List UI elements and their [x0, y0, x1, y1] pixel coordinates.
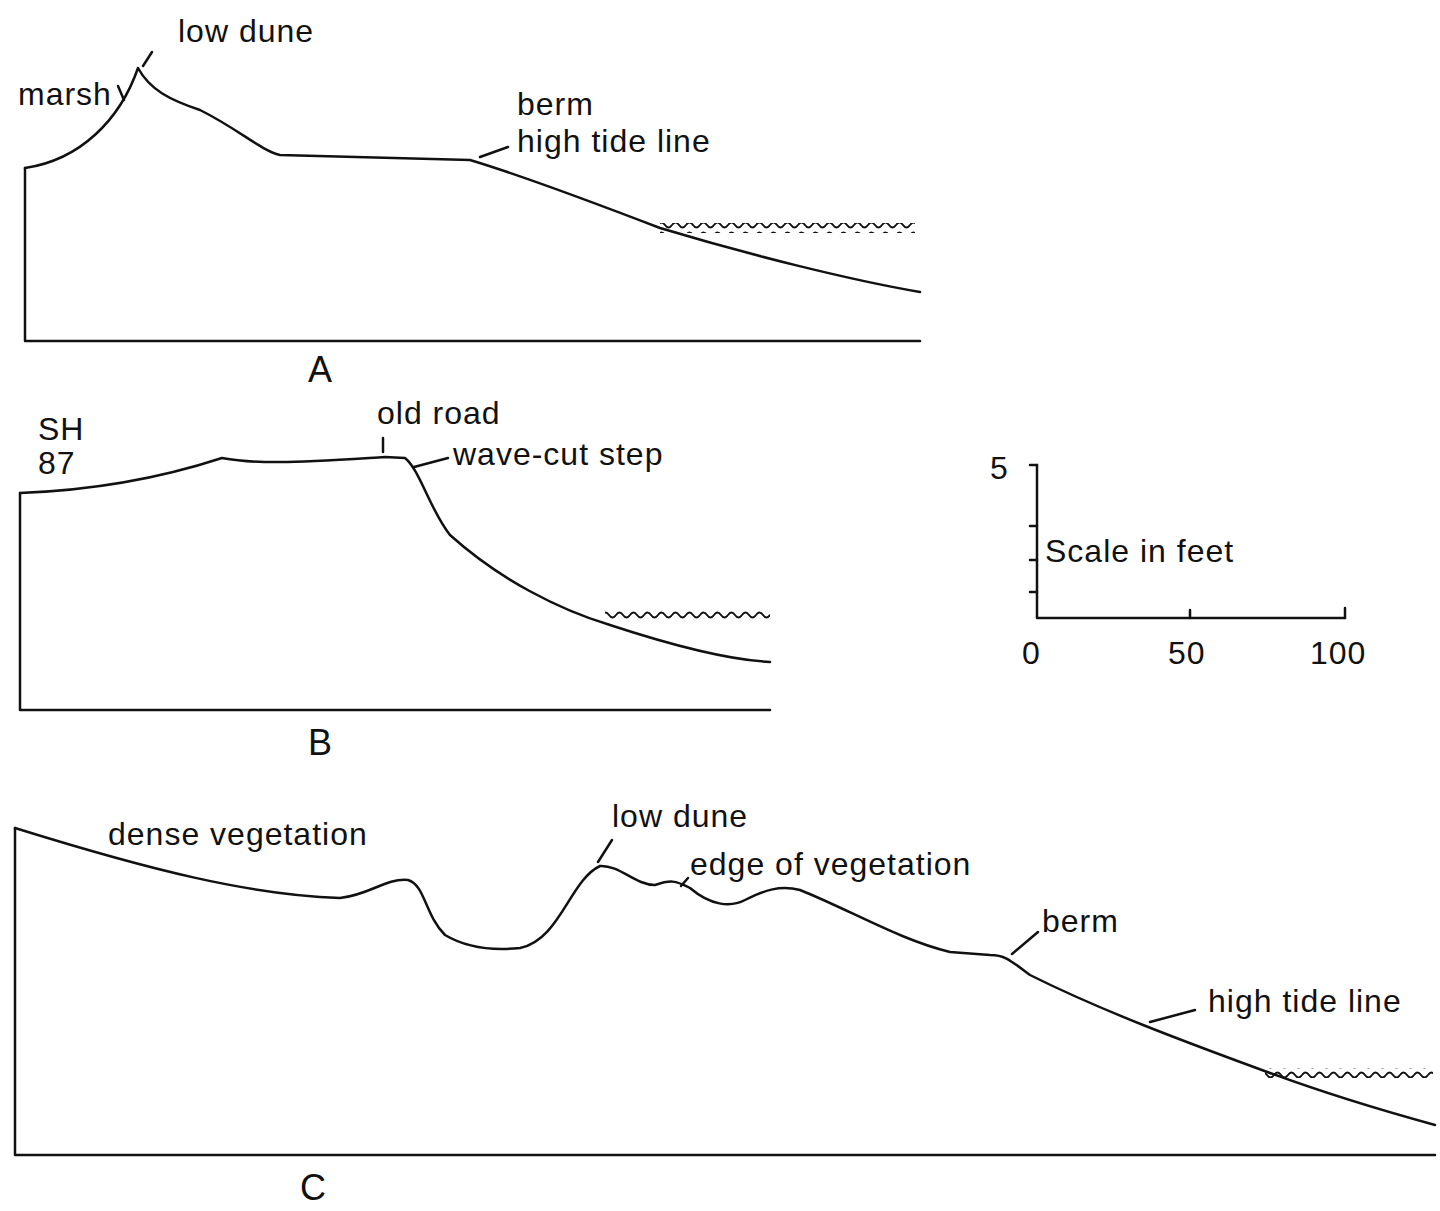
profile-c: [15, 828, 1435, 1155]
scale-number: 100: [1310, 637, 1366, 669]
profile-label: marsh: [18, 78, 112, 110]
scale-number: 0: [1022, 637, 1041, 669]
scale-number: 50: [1168, 637, 1206, 669]
profile-label: dense vegetation: [108, 818, 368, 850]
profile-letter: B: [308, 725, 333, 761]
profile-label: wave-cut step: [453, 438, 663, 470]
profile-letter: A: [308, 352, 333, 388]
profile-label: low dune: [612, 800, 748, 832]
profile-label: high tide line: [1208, 985, 1402, 1017]
profile-a: [25, 52, 920, 341]
profile-label: low dune: [178, 15, 314, 47]
profile-label: old road: [377, 397, 501, 429]
profile-label: edge of vegetation: [690, 848, 971, 880]
scale-number: 5: [990, 452, 1009, 484]
profile-label: berm: [1042, 905, 1119, 937]
profile-letter: C: [300, 1170, 327, 1206]
scale-title: Scale in feet: [1045, 535, 1234, 567]
profile-label: berm: [517, 88, 594, 120]
profile-b: [20, 438, 770, 710]
road-label: SH 87: [38, 413, 92, 480]
profile-label: high tide line: [517, 125, 711, 157]
scale-bar: [1030, 465, 1345, 618]
